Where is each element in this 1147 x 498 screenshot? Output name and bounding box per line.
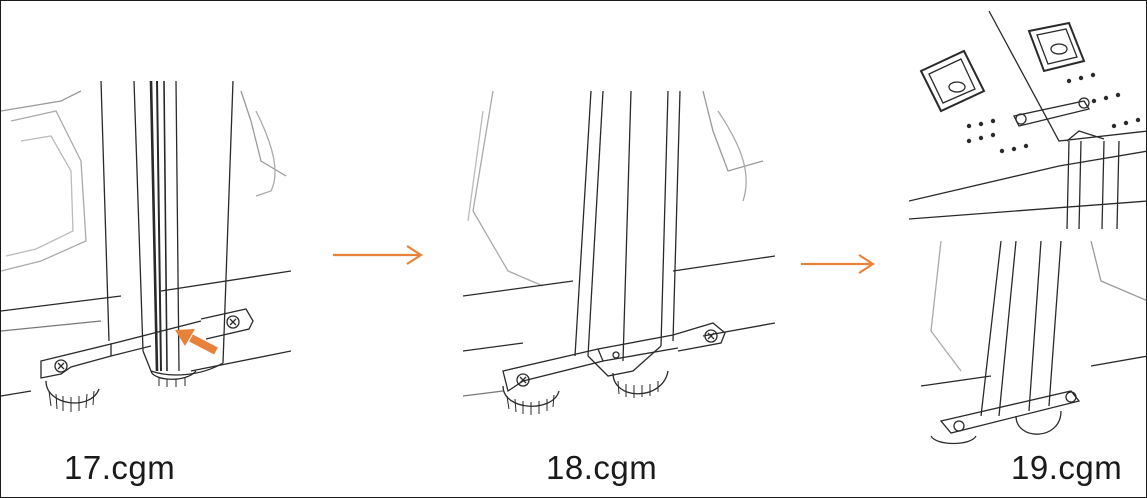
step-18-caption: 18.cgm xyxy=(546,449,658,486)
step-19-bottom-view-illustration xyxy=(921,241,1146,446)
next-step-arrow-icon xyxy=(801,254,876,274)
step-17-caption: 17.cgm xyxy=(64,449,176,486)
step-18-illustration xyxy=(463,91,775,421)
step-17-illustration xyxy=(1,81,291,431)
step-19-caption: 19.cgm xyxy=(1011,449,1123,486)
push-direction-arrow-icon xyxy=(175,329,218,355)
next-step-arrow-icon xyxy=(333,245,424,265)
step-19-top-view-illustration xyxy=(909,1,1146,229)
